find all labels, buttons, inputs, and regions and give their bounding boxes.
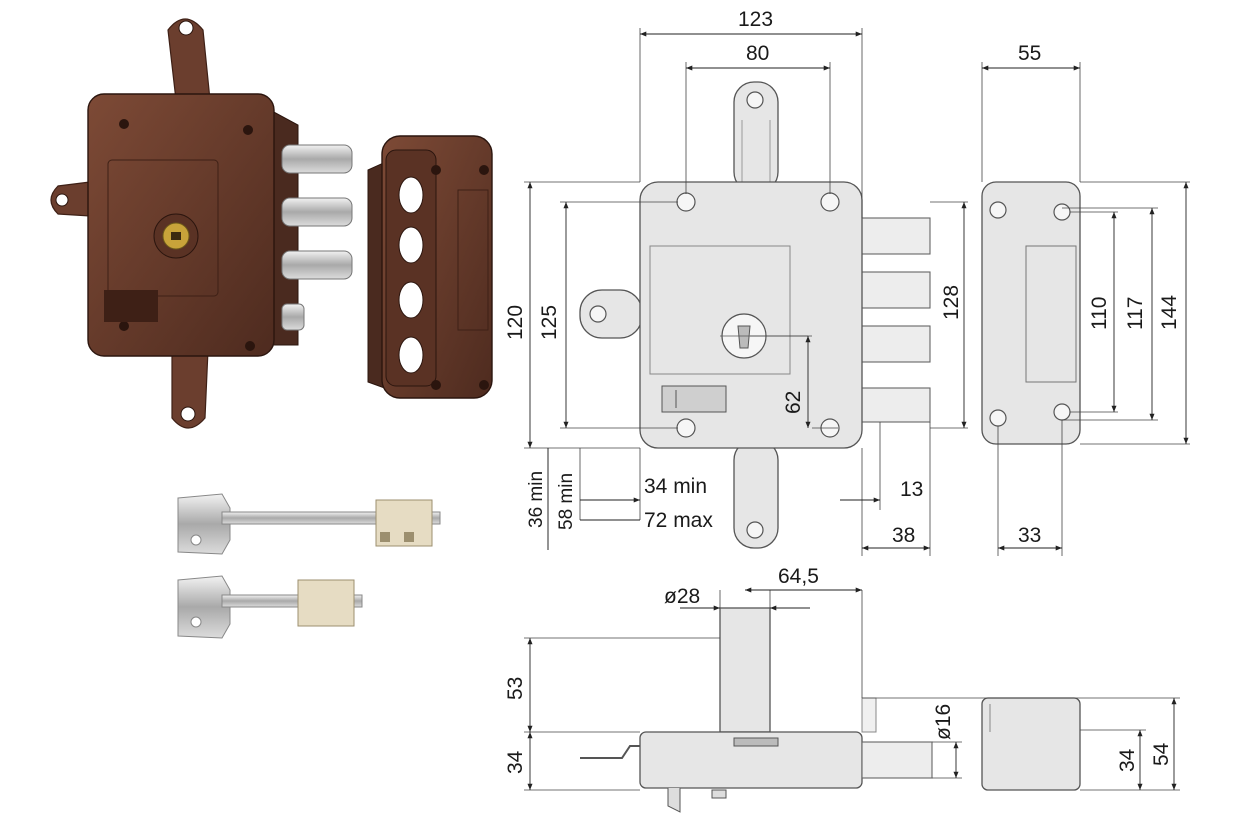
- dim-117: 117: [1124, 297, 1147, 330]
- dim-34-side: 34: [504, 750, 527, 774]
- strike-plate-photo: [367, 135, 493, 399]
- dim-38: 38: [892, 524, 915, 547]
- dim-125: 125: [538, 305, 561, 340]
- dim-80: 80: [746, 42, 769, 65]
- dim-diameter-16: ø16: [932, 704, 955, 740]
- dim-120: 120: [504, 305, 527, 340]
- dim-123: 123: [738, 8, 773, 31]
- dim-36-min: 36 min: [526, 471, 547, 528]
- key-large-photo: [177, 493, 441, 555]
- dim-53: 53: [504, 677, 527, 700]
- dim-34-min: 34 min: [644, 475, 707, 498]
- front-view-drawing: [524, 28, 968, 556]
- dim-54: 54: [1150, 742, 1173, 766]
- dim-128: 128: [940, 285, 963, 320]
- dim-62: 62: [782, 391, 805, 414]
- dim-144: 144: [1158, 295, 1181, 330]
- dim-110: 110: [1088, 297, 1111, 330]
- dim-diameter-28: ø28: [664, 585, 700, 608]
- dim-13: 13: [900, 478, 923, 501]
- lock-body-photo: [50, 18, 353, 429]
- dim-33: 33: [1018, 524, 1041, 547]
- dim-55: 55: [1018, 42, 1041, 65]
- key-small-photo: [177, 575, 363, 639]
- strike-plate-drawing: [981, 62, 1190, 556]
- dim-58-min: 58 min: [556, 473, 577, 530]
- dim-72-max: 72 max: [644, 509, 713, 532]
- side-view-drawing: [524, 587, 1180, 813]
- dim-34-strike: 34: [1116, 748, 1139, 772]
- dim-64-5: 64,5: [778, 565, 819, 588]
